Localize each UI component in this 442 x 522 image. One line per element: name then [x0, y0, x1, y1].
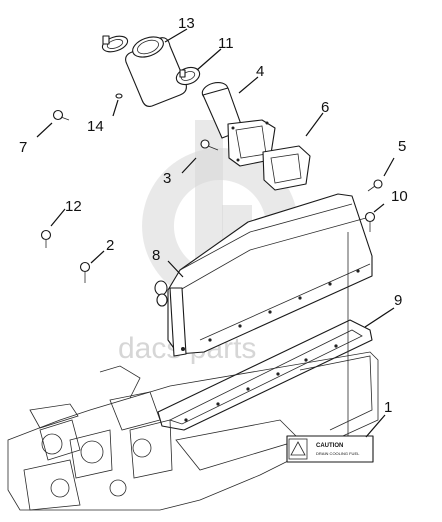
bolt-10 [364, 211, 376, 232]
thermostat-housing-manifold [154, 193, 373, 357]
callout-3: 3 [163, 170, 171, 187]
washer-14 [115, 93, 123, 99]
callout-11: 11 [218, 35, 234, 52]
bolt-5 [367, 179, 383, 192]
caution-label: CAUTION DRAIN COOLING FUEL [286, 435, 374, 463]
bolt-3 [200, 139, 219, 151]
callout-6: 6 [321, 99, 329, 116]
callout-4: 4 [256, 63, 264, 80]
leader-lines [36, 28, 395, 438]
hose-tube [125, 36, 187, 107]
hose-clamp-upper [101, 35, 129, 53]
callout-9: 9 [394, 292, 402, 309]
bolt-12 [40, 229, 52, 248]
hose-clamp-lower [175, 66, 201, 86]
callout-8: 8 [152, 247, 160, 264]
bolt-2 [79, 261, 91, 283]
outlet-gasket [262, 145, 311, 191]
caution-label-title: CAUTION [316, 443, 343, 449]
callout-7: 7 [19, 139, 27, 156]
callout-2: 2 [106, 237, 114, 254]
callout-numbers: 13 11 4 14 7 6 3 5 10 12 2 8 9 1 [19, 15, 408, 416]
callout-13: 13 [178, 15, 195, 32]
callout-12: 12 [65, 198, 82, 215]
engine-block [7, 232, 379, 511]
manifold-gasket [157, 319, 373, 431]
callout-14: 14 [87, 118, 104, 135]
callout-1: 1 [384, 399, 392, 416]
callout-5: 5 [398, 138, 406, 155]
callout-10: 10 [391, 188, 408, 205]
bolt-7 [52, 109, 70, 121]
caution-label-subtitle: DRAIN COOLING FUEL [316, 451, 360, 456]
